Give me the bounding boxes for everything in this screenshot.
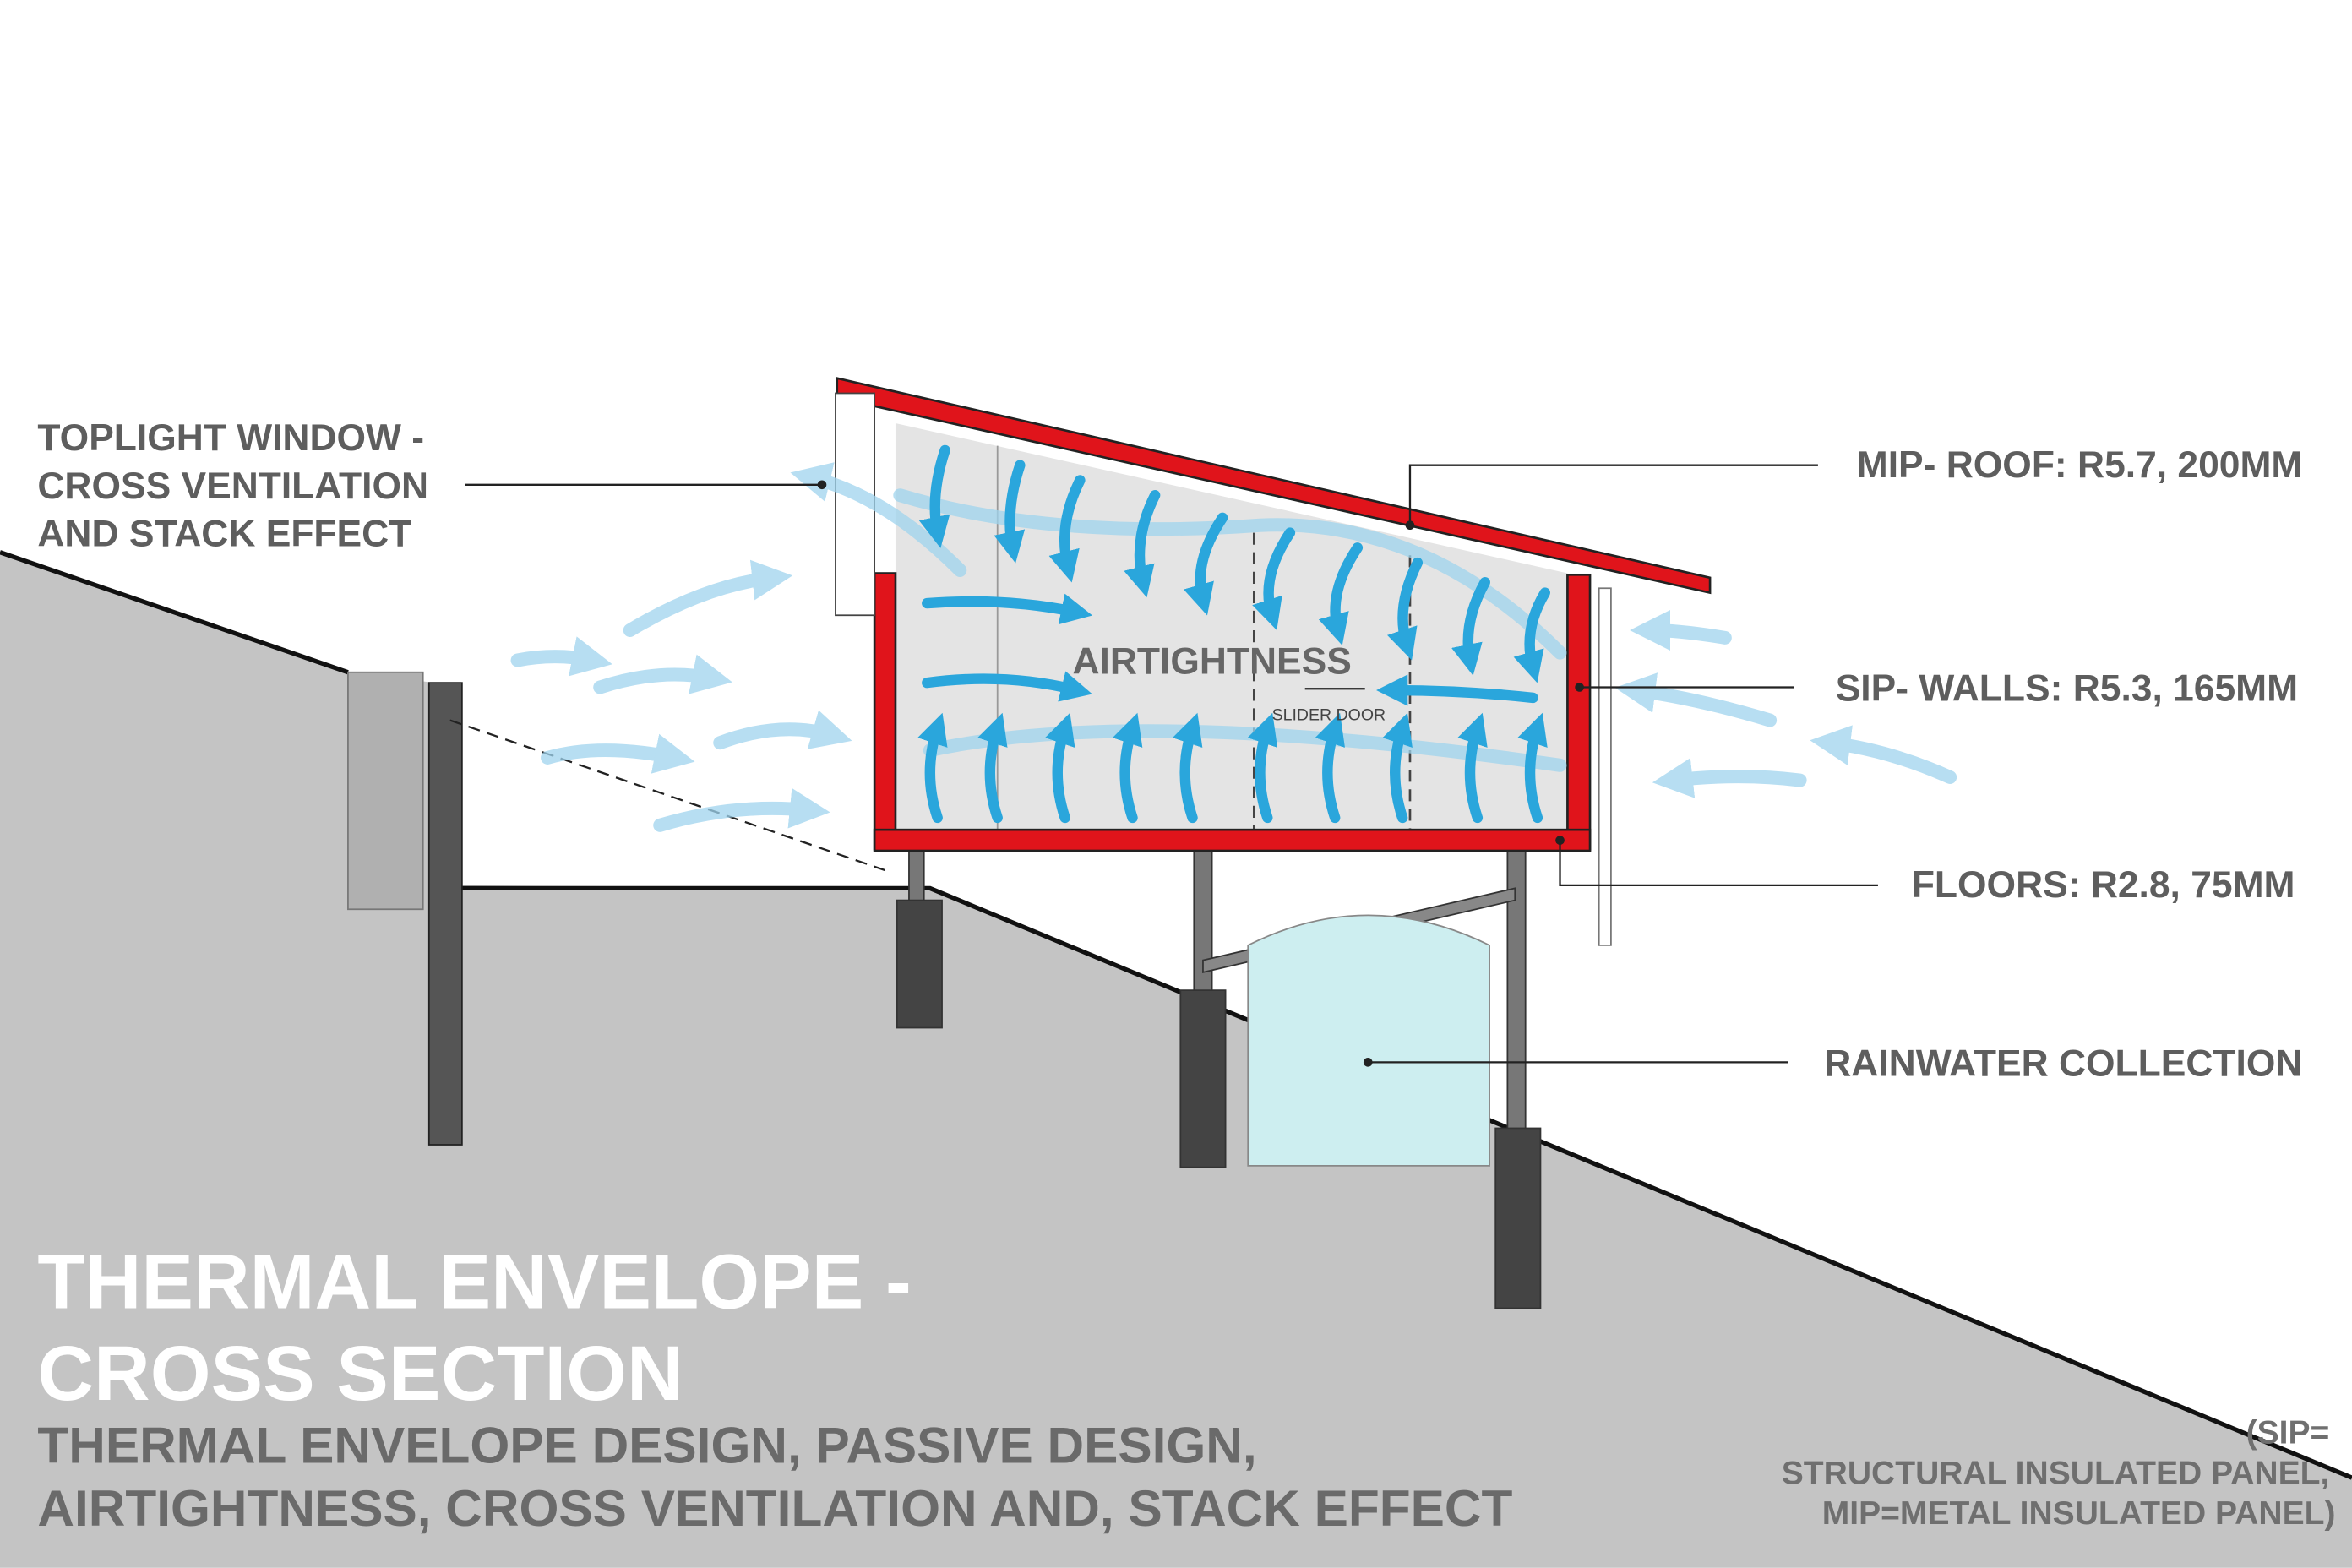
floors-label: FLOORS: R2.8, 75MM bbox=[1912, 864, 2295, 906]
thermal-envelope bbox=[836, 377, 1712, 852]
subtitle-line-1: THERMAL ENVELOPE DESIGN, PASSIVE DESIGN, bbox=[37, 1416, 1256, 1473]
roof-label: MIP- ROOF: R5.7, 200MM bbox=[1857, 444, 2303, 486]
toplight-label-2: CROSS VENTILATION bbox=[37, 466, 428, 507]
floors-leader bbox=[1559, 840, 1878, 887]
toplight-label-3: AND STACK EFFECT bbox=[37, 514, 411, 555]
title-line-2: CROSS SECTION bbox=[37, 1329, 683, 1417]
rainwater-label: RAINWATER COLLECTION bbox=[1824, 1043, 2302, 1084]
gabion-wall bbox=[347, 671, 424, 911]
retaining-wall bbox=[427, 682, 463, 1146]
subtitle-line-2: AIRTIGHTNESS, CROSS VENTILATION AND, STA… bbox=[37, 1479, 1512, 1537]
toplight-label-1: TOPLIGHT WINDOW - bbox=[37, 417, 424, 459]
airflow-inside bbox=[917, 444, 1550, 824]
ground bbox=[0, 552, 2352, 1568]
airtightness-label: AIRTIGHTNESS bbox=[1072, 641, 1351, 683]
title-line-1: THERMAL ENVELOPE - bbox=[37, 1238, 911, 1326]
note-line-1: (SIP= bbox=[2246, 1414, 2330, 1451]
note-line-2: STRUCTURAL INSULATED PANEL, bbox=[1782, 1455, 2330, 1491]
rainwater-tank bbox=[1247, 914, 1490, 1167]
slider-door-label: SLIDER DOOR bbox=[1272, 706, 1386, 725]
downpipe bbox=[1598, 587, 1612, 946]
roof-leader bbox=[1408, 464, 1818, 525]
ground-line bbox=[0, 550, 2352, 1480]
note-line-3: MIP=METAL INSULATED PANEL) bbox=[1822, 1495, 2336, 1532]
walls-label: SIP- WALLS: R5.3, 165MM bbox=[1836, 667, 2298, 709]
dashed-line bbox=[449, 719, 885, 872]
